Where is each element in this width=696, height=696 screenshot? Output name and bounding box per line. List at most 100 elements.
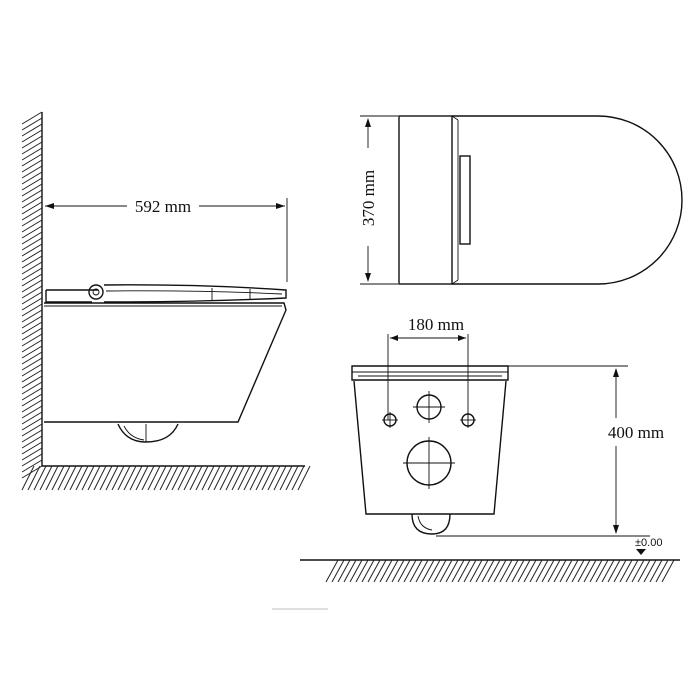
hatch-line bbox=[21, 375, 43, 389]
hatch-line bbox=[637, 559, 651, 583]
hatch-line bbox=[21, 183, 43, 197]
hatch-line bbox=[21, 453, 43, 467]
hatch-line bbox=[153, 465, 167, 491]
hatch-line bbox=[571, 559, 585, 583]
hatch-line bbox=[619, 559, 633, 583]
hatch-line bbox=[21, 369, 43, 383]
height-dimension-label: 400 mm bbox=[608, 423, 664, 442]
hatch-line bbox=[493, 559, 507, 583]
bolt-spacing-dimension-label: 180 mm bbox=[408, 315, 464, 334]
hatch-line bbox=[213, 465, 227, 491]
hatch-line bbox=[601, 559, 615, 583]
hatch-line bbox=[21, 261, 43, 275]
hatch-line bbox=[505, 559, 519, 583]
side-outlet bbox=[117, 423, 179, 443]
hatch-line bbox=[195, 465, 209, 491]
hatch-line bbox=[105, 465, 119, 491]
hatch-line bbox=[231, 465, 245, 491]
front-seat bbox=[351, 365, 509, 381]
hatch-line bbox=[189, 465, 203, 491]
bolt-spacing-dimension-line bbox=[387, 334, 469, 420]
waste-outlet-hole bbox=[403, 437, 455, 489]
hatch-line bbox=[643, 559, 657, 583]
hatch-line bbox=[21, 231, 43, 245]
hatch-line bbox=[553, 559, 567, 583]
hatch-line bbox=[21, 165, 43, 179]
hatch-line bbox=[21, 201, 43, 215]
hatch-line bbox=[427, 559, 441, 583]
hatch-line bbox=[21, 141, 43, 155]
top-view: 370 mm bbox=[359, 115, 683, 285]
hatch-line bbox=[93, 465, 107, 491]
hatch-line bbox=[141, 465, 155, 491]
hatch-line bbox=[469, 559, 483, 583]
hatch-line bbox=[201, 465, 215, 491]
hatch-line bbox=[559, 559, 573, 583]
hatch-line bbox=[21, 393, 43, 407]
hatch-line bbox=[21, 159, 43, 173]
hatch-line bbox=[487, 559, 501, 583]
hatch-line bbox=[373, 559, 387, 583]
hatch-line bbox=[291, 465, 305, 491]
hatch-line bbox=[57, 465, 71, 491]
hatch-line bbox=[297, 465, 311, 491]
hatch-line bbox=[21, 135, 43, 149]
hatch-line bbox=[21, 309, 43, 323]
hatch-line bbox=[583, 559, 597, 583]
hatch-line bbox=[21, 399, 43, 413]
hatch-line bbox=[21, 351, 43, 365]
front-floor-hatching bbox=[300, 559, 680, 583]
control-panel bbox=[459, 155, 471, 245]
hatch-line bbox=[21, 303, 43, 317]
hatch-line bbox=[397, 559, 411, 583]
hatch-line bbox=[595, 559, 609, 583]
bolt-hole-right bbox=[460, 412, 476, 428]
hatch-line bbox=[661, 559, 675, 583]
hatch-line bbox=[433, 559, 447, 583]
hatch-line bbox=[267, 465, 281, 491]
hatch-line bbox=[21, 465, 35, 491]
hatch-line bbox=[225, 465, 239, 491]
water-inlet-hole bbox=[413, 391, 445, 423]
seat-lid bbox=[45, 284, 287, 303]
hatch-line bbox=[547, 559, 561, 583]
hatch-line bbox=[171, 465, 185, 491]
hatch-line bbox=[21, 123, 43, 137]
hatch-line bbox=[391, 559, 405, 583]
hatch-line bbox=[481, 559, 495, 583]
hatch-line bbox=[135, 465, 149, 491]
hatch-line bbox=[45, 465, 59, 491]
hatch-line bbox=[255, 465, 269, 491]
hatch-line bbox=[51, 465, 65, 491]
hatch-line bbox=[21, 189, 43, 203]
front-outlet bbox=[411, 513, 451, 535]
mounting-holes bbox=[382, 391, 476, 489]
hatch-line bbox=[385, 559, 399, 583]
hatch-line bbox=[159, 465, 173, 491]
hatch-line bbox=[21, 333, 43, 347]
hatch-line bbox=[21, 405, 43, 419]
hatch-line bbox=[511, 559, 525, 583]
hatch-line bbox=[21, 459, 43, 473]
hatch-line bbox=[33, 465, 47, 491]
hatch-line bbox=[75, 465, 89, 491]
hatch-line bbox=[21, 285, 43, 299]
hatch-line bbox=[409, 559, 423, 583]
hatch-line bbox=[445, 559, 459, 583]
hatch-line bbox=[21, 381, 43, 395]
front-view: 180 mm bbox=[300, 315, 680, 583]
front-bowl bbox=[353, 380, 507, 515]
hatch-line bbox=[21, 423, 43, 437]
width-dimension-line bbox=[360, 115, 398, 285]
hatch-line bbox=[523, 559, 537, 583]
hatch-line bbox=[21, 219, 43, 233]
hatch-line bbox=[541, 559, 555, 583]
hatch-line bbox=[87, 465, 101, 491]
hatch-line bbox=[39, 465, 53, 491]
hatch-line bbox=[165, 465, 179, 491]
hatch-line bbox=[21, 267, 43, 281]
hatch-line bbox=[577, 559, 591, 583]
hatch-line bbox=[21, 345, 43, 359]
hatch-line bbox=[69, 465, 83, 491]
